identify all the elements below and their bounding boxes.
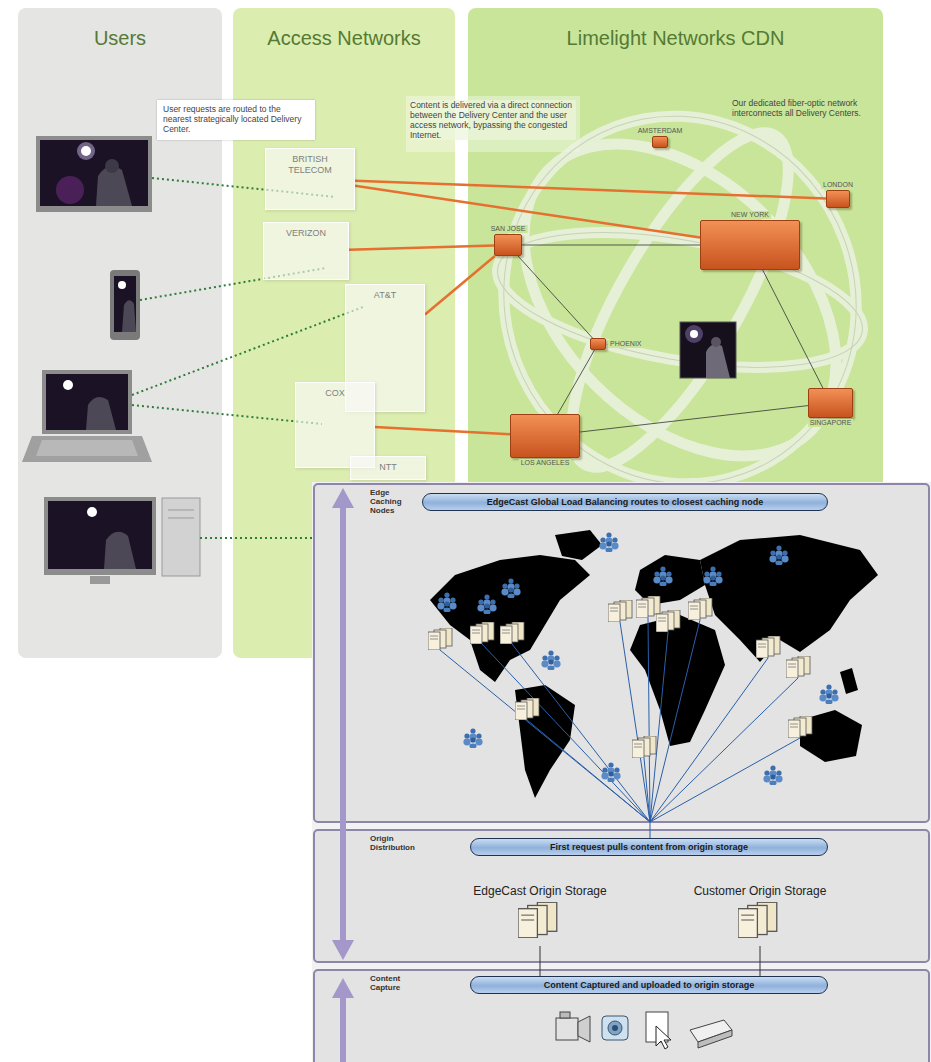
column-title: Users (18, 8, 222, 50)
storage-name: EdgeCast Origin Storage (460, 884, 620, 898)
backbone-link (580, 406, 808, 432)
delivery-link (355, 186, 700, 238)
city-name: LOS ANGELES (519, 459, 572, 467)
bar-text: Content Captured and uploaded to origin … (481, 979, 817, 991)
delivery-link (375, 427, 510, 434)
city-name: LONDON (821, 181, 855, 189)
tier-section: Origin Distribution First request pulls c… (314, 830, 929, 962)
callout-text: Content is delivered via a direct connec… (410, 100, 576, 140)
delivery-center: NEW YORK (700, 220, 800, 270)
access-network-card: VERIZON (263, 222, 349, 280)
tier-bar: EdgeCast Global Load Balancing routes to… (422, 493, 828, 511)
callout-text: User requests are routed to the nearest … (163, 104, 309, 134)
origin-storage: Customer Origin Storage (680, 884, 840, 946)
tier-section: Edge Caching Nodes EdgeCast Global Load B… (314, 484, 929, 822)
delivery-link (425, 256, 495, 315)
access-network-card: BRITISH TELECOM (265, 148, 355, 210)
tier-name: Edge Caching Nodes (370, 488, 418, 515)
origin-storage: EdgeCast Origin Storage (460, 884, 620, 946)
network-name: AT&T (350, 290, 420, 301)
access-network-card: NTT (350, 456, 426, 480)
bar-text: First request pulls content from origin … (481, 841, 817, 853)
upload-line (540, 946, 541, 976)
backbone-link (522, 245, 700, 246)
column-panel: Limelight Networks CDN AMSTERDAM LONDON SAN… (468, 8, 883, 482)
tier-name: Origin Distribution (370, 834, 418, 852)
delivery-center: LONDON (826, 190, 850, 208)
network-name: COX (300, 388, 370, 399)
city-name: NEW YORK (729, 211, 771, 219)
delivery-link (349, 245, 494, 249)
callout-box: User requests are routed to the nearest … (157, 100, 315, 140)
delivery-center: AMSTERDAM (652, 136, 668, 148)
city-name: SINGAPORE (808, 419, 854, 427)
delivery-center: SAN JOSE (494, 234, 522, 256)
tier-bar: First request pulls content from origin … (470, 838, 828, 856)
backbone-link (763, 270, 823, 388)
upload-line (760, 946, 761, 976)
backbone-link (558, 350, 595, 414)
network-name: NTT (355, 462, 421, 473)
network-name: BRITISH TELECOM (282, 154, 338, 176)
city-name: SAN JOSE (489, 225, 528, 233)
bar-text: EdgeCast Global Load Balancing routes to… (433, 496, 817, 508)
tier-name: Content Capture (370, 974, 418, 992)
storage-name: Customer Origin Storage (680, 884, 840, 898)
city-name: AMSTERDAM (636, 127, 685, 135)
callout-text: Our dedicated fiber-optic network interc… (732, 98, 872, 118)
delivery-center: PHOENIX (590, 338, 606, 350)
column-title: Access Networks (233, 8, 455, 50)
backbone-link (518, 256, 593, 338)
city-name: PHOENIX (608, 340, 644, 348)
delivery-center: LOS ANGELES (510, 414, 580, 458)
tier-bar: Content Captured and uploaded to origin … (470, 976, 828, 994)
network-name: VERIZON (268, 228, 344, 239)
column-title: Limelight Networks CDN (468, 8, 883, 50)
delivery-center: SINGAPORE (808, 388, 853, 418)
tier-section: Content Capture Content Captured and uplo… (314, 970, 929, 1062)
